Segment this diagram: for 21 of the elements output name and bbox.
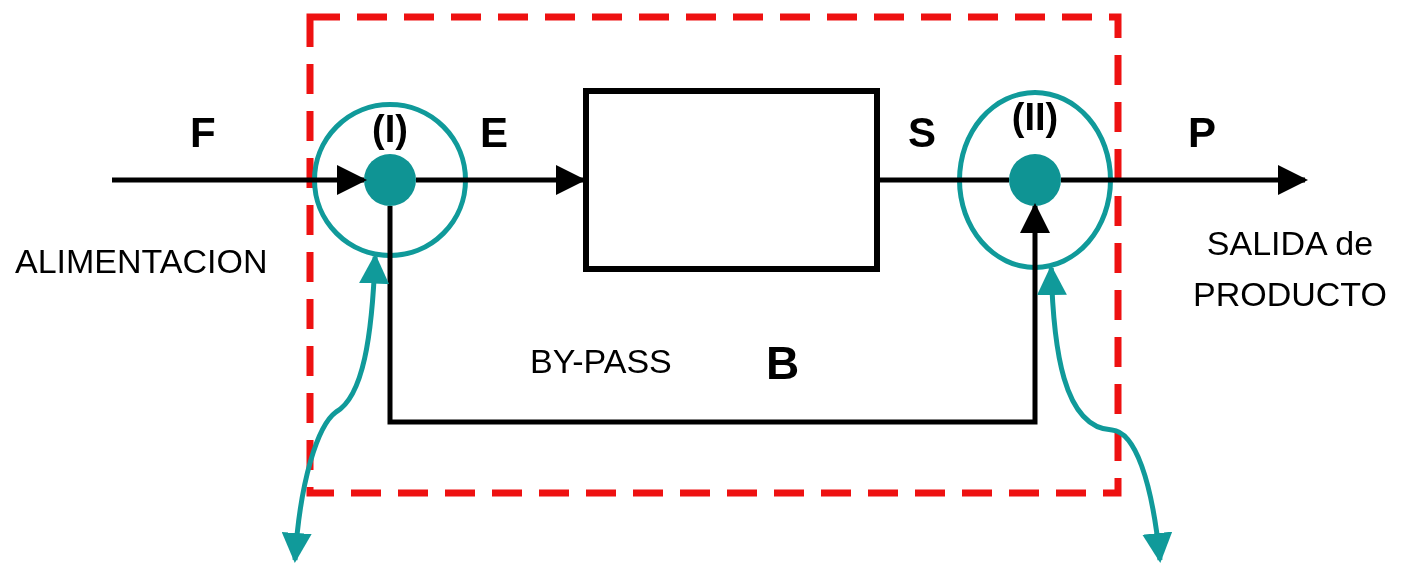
stream-description: ALIMENTACION xyxy=(15,241,269,282)
curved-arrow xyxy=(1037,265,1172,563)
curved-arrow xyxy=(282,253,389,563)
process-box xyxy=(583,88,880,272)
stream-label: S xyxy=(908,112,936,154)
stream-label: F xyxy=(190,112,216,154)
node-label: (I) xyxy=(372,109,408,151)
mixing-point-circle xyxy=(312,102,468,258)
flow-arrow xyxy=(387,203,1050,425)
flow-arrow xyxy=(112,165,367,195)
stream-description: SALIDA de PRODUCTO xyxy=(1192,223,1388,315)
stream-label: B xyxy=(766,340,800,386)
stream-label: E xyxy=(480,112,508,154)
junction-dot xyxy=(364,154,416,206)
stream-description: BY-PASS xyxy=(530,341,673,382)
node-label: (II) xyxy=(1011,97,1059,139)
flow-arrow xyxy=(416,165,586,195)
flow-arrow xyxy=(1061,165,1308,195)
junction-dot xyxy=(1009,154,1061,206)
stream-label: P xyxy=(1188,112,1216,154)
mixing-point-circle xyxy=(957,90,1113,270)
